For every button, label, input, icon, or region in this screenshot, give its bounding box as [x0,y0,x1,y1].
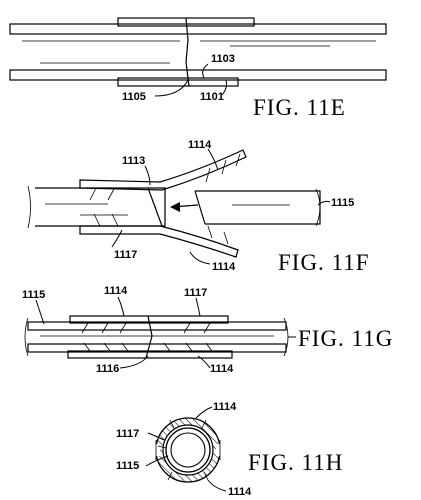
anastomosis-seam [185,17,190,87]
vessel-wall-top [9,23,387,35]
figure-11g: 1115 1114 1117 1116 1114 FIG. 11G [22,285,393,375]
vessel-wall-bottom [9,69,387,81]
ref-1117: 1117 [184,287,207,299]
ref-1114-bottom: 1114 [210,363,234,375]
graft-lower [79,225,239,258]
graft-sleeve-bottom [117,77,239,87]
vessel-wall-bottom [27,343,287,353]
figure-11h: 1114 1117 1115 1114 FIG. 11H [116,401,343,498]
ref-1114-bottom: 1114 [228,486,252,498]
ref-1116: 1116 [96,363,119,375]
ref-1103: 1103 [211,53,235,65]
ref-1115: 1115 [22,289,45,301]
figure-11e: 1103 1105 1101 FIG. 11E [9,17,387,120]
vessel-wall-top [27,321,287,331]
vessel-wall [165,427,211,473]
vessel-segment-right [195,190,321,225]
ref-1113: 1113 [122,155,145,167]
ref-1117: 1117 [114,249,137,261]
ref-1114-top: 1114 [188,139,212,151]
figure-11f: 1114 1113 1115 1117 1114 FIG. 11F [27,139,370,275]
fig-11h-caption: FIG. 11H [248,450,343,475]
ref-1114-top: 1114 [213,401,237,413]
ref-1114-bottom: 1114 [212,261,236,273]
ref-1105: 1105 [122,91,146,103]
fig-11g-caption: FIG. 11G [298,326,393,351]
ref-1115: 1115 [116,460,139,472]
ref-1117: 1117 [116,428,139,440]
fig-11e-caption: FIG. 11E [253,95,346,120]
vessel-segment-left [35,187,166,227]
ref-1101: 1101 [200,91,224,103]
graft-upper [79,149,247,191]
fig-11f-caption: FIG. 11F [278,250,370,275]
graft-sleeve-bottom [67,350,233,359]
ref-1115: 1115 [331,197,354,209]
anastomosis-seam [145,315,153,359]
ref-1114-top: 1114 [104,285,128,297]
